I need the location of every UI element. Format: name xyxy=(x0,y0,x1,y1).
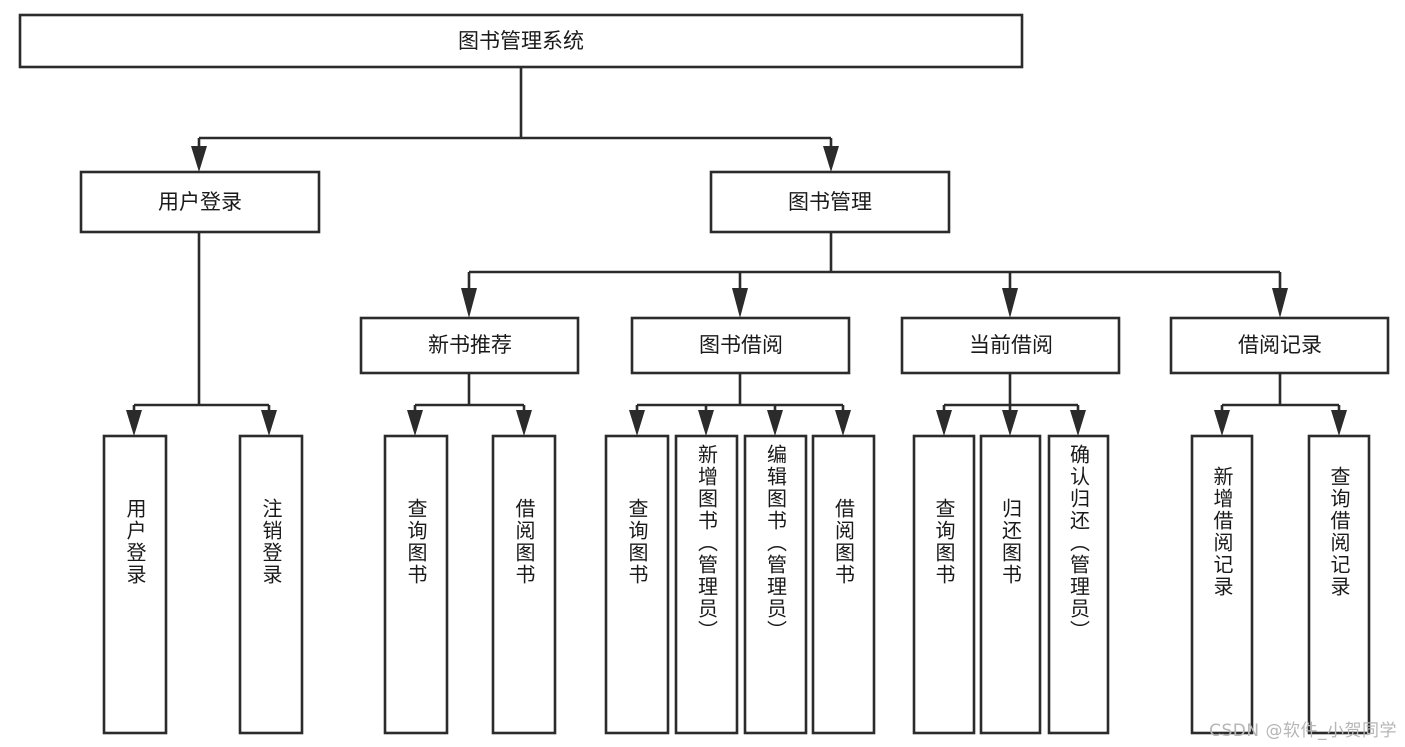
node-new-book-recommend[interactable]: 新书推荐 xyxy=(359,316,580,375)
node-borrow-record-box[interactable] xyxy=(1169,316,1390,375)
connector-user-login-to-leaves xyxy=(126,232,277,436)
connector-root-to-level2 xyxy=(191,67,839,172)
arrow-head-leaf-return-book xyxy=(1002,410,1018,436)
connector-new-book-recommend-to-leaves xyxy=(407,373,532,436)
leaf-user-logout-box[interactable] xyxy=(238,434,304,735)
arrow-head-leaf-edit-book xyxy=(767,410,783,436)
node-new-book-recommend-label: 新书推荐 xyxy=(428,333,512,357)
leaf-add-record-box[interactable] xyxy=(1190,434,1254,735)
node-current-borrow-box[interactable] xyxy=(900,316,1121,375)
arrow-head-leaf-confirm-return xyxy=(1070,410,1086,436)
node-current-borrow-label: 当前借阅 xyxy=(969,333,1053,357)
arrow-head-leaf-query-book-3 xyxy=(936,410,952,436)
arrow-head-leaf-query-book-1 xyxy=(407,410,423,436)
connector-borrow-record-to-leaves xyxy=(1214,373,1347,436)
node-book-borrow-label: 图书借阅 xyxy=(699,333,783,357)
leaf-query-book-1-box[interactable] xyxy=(383,434,449,735)
node-book-borrow-box[interactable] xyxy=(630,316,851,375)
connector-current-borrow-to-leaves xyxy=(936,373,1086,436)
node-root-box[interactable] xyxy=(18,13,1024,69)
node-book-manage-label: 图书管理 xyxy=(788,190,872,214)
csdn-watermark: CSDN @软件_小贺同学 xyxy=(1209,721,1397,741)
arrow-head-borrow-record xyxy=(1272,288,1288,318)
node-current-borrow[interactable]: 当前借阅 xyxy=(900,316,1121,375)
connector-book-manage-to-level3 xyxy=(461,232,1288,318)
arrow-head-leaf-borrow-book-2 xyxy=(835,410,851,436)
arrow-head-new-book-recommend xyxy=(461,288,477,318)
arrow-head-leaf-user-logout xyxy=(261,410,277,436)
arrow-head-leaf-query-book-2 xyxy=(629,410,645,436)
leaf-confirm-return-box[interactable] xyxy=(1047,434,1110,735)
connector-book-borrow-to-leaves xyxy=(629,373,851,436)
leaf-add-book-box[interactable] xyxy=(674,434,739,735)
leaf-query-book-3-box[interactable] xyxy=(912,434,976,735)
arrow-head-leaf-query-record xyxy=(1331,410,1347,436)
arrow-head-leaf-borrow-book-1 xyxy=(516,410,532,436)
node-user-login-label: 用户登录 xyxy=(158,190,242,214)
arrow-head-current-borrow xyxy=(1002,288,1018,318)
leaf-borrow-book-1-box[interactable] xyxy=(491,434,557,735)
node-book-manage-box[interactable] xyxy=(709,170,951,234)
node-book-manage[interactable]: 图书管理 xyxy=(709,170,951,234)
node-root[interactable]: 图书管理系统 xyxy=(18,13,1024,69)
node-borrow-record-label: 借阅记录 xyxy=(1238,333,1322,357)
node-new-book-recommend-box[interactable] xyxy=(359,316,580,375)
arrow-head-leaf-add-book xyxy=(698,410,714,436)
leaf-return-book-box[interactable] xyxy=(979,434,1042,735)
node-root-label: 图书管理系统 xyxy=(458,29,584,53)
leaf-borrow-book-2-box[interactable] xyxy=(811,434,876,735)
node-borrow-record[interactable]: 借阅记录 xyxy=(1169,316,1390,375)
node-user-login[interactable]: 用户登录 xyxy=(79,170,321,234)
arrow-head-leaf-add-record xyxy=(1214,410,1230,436)
arrow-head-book-borrow xyxy=(732,288,748,318)
node-book-borrow[interactable]: 图书借阅 xyxy=(630,316,851,375)
leaf-user-login-box[interactable] xyxy=(102,434,168,735)
leaf-edit-book-box[interactable] xyxy=(743,434,808,735)
node-user-login-box[interactable] xyxy=(79,170,321,234)
leaf-query-record-box[interactable] xyxy=(1307,434,1371,735)
arrow-head-book-manage xyxy=(823,146,839,172)
leaf-query-book-2-box[interactable] xyxy=(604,434,670,735)
arrow-head-leaf-user-login xyxy=(126,410,142,436)
arrow-head-user-login xyxy=(191,146,207,172)
